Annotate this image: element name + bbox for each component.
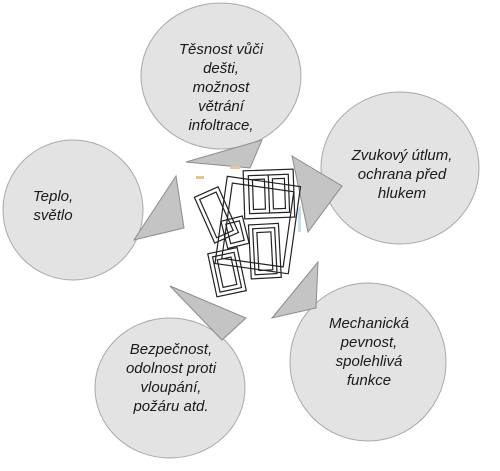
bubble-text-line: Zvukový útlum, — [351, 147, 453, 164]
frame-accent-right — [298, 206, 301, 232]
bubble-bottom-left — [94, 317, 246, 459]
bubble-text-line: Bezpečnost, — [129, 341, 213, 358]
bubble-text-line: požáru atd. — [133, 398, 209, 415]
bubble-text-line: větrání — [198, 98, 244, 115]
bubble-text-line: Mechanická — [328, 315, 410, 332]
bubble-label-bottom-right: Mechanická pevnost, spolehlivá funkce — [292, 314, 446, 390]
bubble-text-line: spolehlivá — [335, 353, 403, 370]
bubble-text-line: pevnost, — [340, 334, 398, 351]
bubble-text-line: světlo — [33, 207, 73, 224]
window-frames-icon — [193, 168, 302, 298]
bubble-text-line: hlukem — [377, 185, 427, 202]
bubble-text-line: infoltrace, — [188, 117, 254, 134]
bubble-label-left: Teplo, světlo — [3, 187, 103, 225]
bubble-text-line: Těsnost vůči — [178, 41, 264, 58]
bubble-text-line: vloupání, — [140, 379, 202, 396]
bubble-text-line: funkce — [346, 372, 392, 389]
bubble-text-line: Teplo, — [32, 188, 74, 205]
bubble-label-top: Těsnost vůči dešti, možnost větrání infoltra… — [141, 40, 301, 135]
bubble-right — [320, 91, 480, 245]
bubble-text-line: možnost — [192, 79, 250, 96]
bubble-text-line: ochrana před — [357, 166, 447, 183]
arrow-bottom-left — [169, 285, 247, 341]
frame-accent-top — [230, 166, 240, 169]
bubble-bottom-right — [289, 282, 447, 442]
bubble-left — [2, 139, 144, 281]
arrow-left — [132, 174, 185, 241]
bubble-label-right: Zvukový útlum, ochrana před hlukem — [322, 146, 482, 203]
bubble-label-bottom-left: Bezpečnost, odolnost proti vloupání, požáru… — [97, 340, 245, 416]
frame-accent-left — [196, 176, 204, 179]
bubble-text-line: dešti, — [203, 60, 239, 77]
arrow-bottom-right — [270, 260, 319, 319]
arrow-top — [185, 139, 263, 169]
bubble-top — [140, 2, 302, 150]
bubble-text-line: odolnost proti — [125, 360, 217, 377]
